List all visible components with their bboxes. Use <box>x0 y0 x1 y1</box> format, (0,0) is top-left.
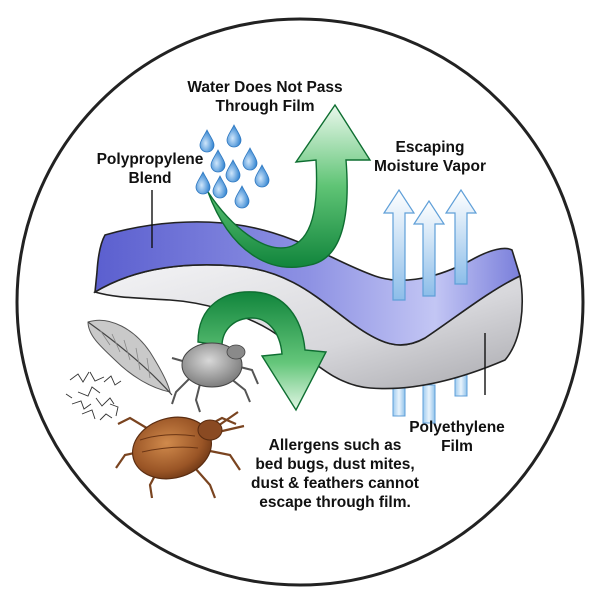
polyethylene-film-label: Polyethylene Film <box>392 418 522 456</box>
vapor-arrow-icon <box>382 188 416 301</box>
allergen-blocked-arrow <box>197 291 328 412</box>
polypropylene-blend-label: Polypropylene Blend <box>70 150 230 188</box>
water-drop-icon <box>212 175 228 199</box>
polypropylene-label-line-1: Polypropylene <box>96 151 204 168</box>
water-does-not-pass-label: Water Does Not Pass Through Film <box>160 78 370 116</box>
water-drop-icon <box>226 124 242 148</box>
dust-mite-icon <box>171 342 259 413</box>
allergens-label-line-1: Allergens such as <box>268 437 402 454</box>
vapor-label-line-2: Moisture Vapor <box>374 158 486 175</box>
allergens-label-line-4: escape through film. <box>259 494 411 511</box>
water-drop-icon <box>210 149 226 173</box>
leader-lines <box>151 190 486 395</box>
polyethylene-label-line-1: Polyethylene <box>409 419 505 436</box>
feather-icon <box>87 319 173 396</box>
water-drop-icon <box>234 185 250 209</box>
moisture-vapor-arrows <box>382 188 478 301</box>
water-drop-icon <box>199 129 215 153</box>
vapor-arrow-icon <box>412 199 446 297</box>
allergens-label: Allergens such as bed bugs, dust mites, … <box>225 436 445 512</box>
water-label-line-2: Through Film <box>215 98 315 115</box>
water-drop-icon <box>195 171 211 195</box>
vapor-label-line-1: Escaping <box>395 139 465 156</box>
polypropylene-label-line-2: Blend <box>128 170 172 187</box>
dust-fibers-icon <box>65 371 122 421</box>
allergens-label-line-2: bed bugs, dust mites, <box>255 456 415 473</box>
polyethylene-label-line-2: Film <box>441 438 473 455</box>
vapor-arrow-icon <box>444 188 478 285</box>
water-drop-icon <box>242 147 258 171</box>
water-droplets <box>195 124 270 209</box>
water-drop-icon <box>254 164 270 188</box>
escaping-moisture-vapor-label: Escaping Moisture Vapor <box>355 138 505 176</box>
bed-bug-icon <box>115 411 245 499</box>
allergens-label-line-3: dust & feathers cannot <box>251 475 419 492</box>
water-label-line-1: Water Does Not Pass <box>187 79 343 96</box>
water-repelled-arrow <box>207 103 372 268</box>
water-drop-icon <box>225 159 241 183</box>
